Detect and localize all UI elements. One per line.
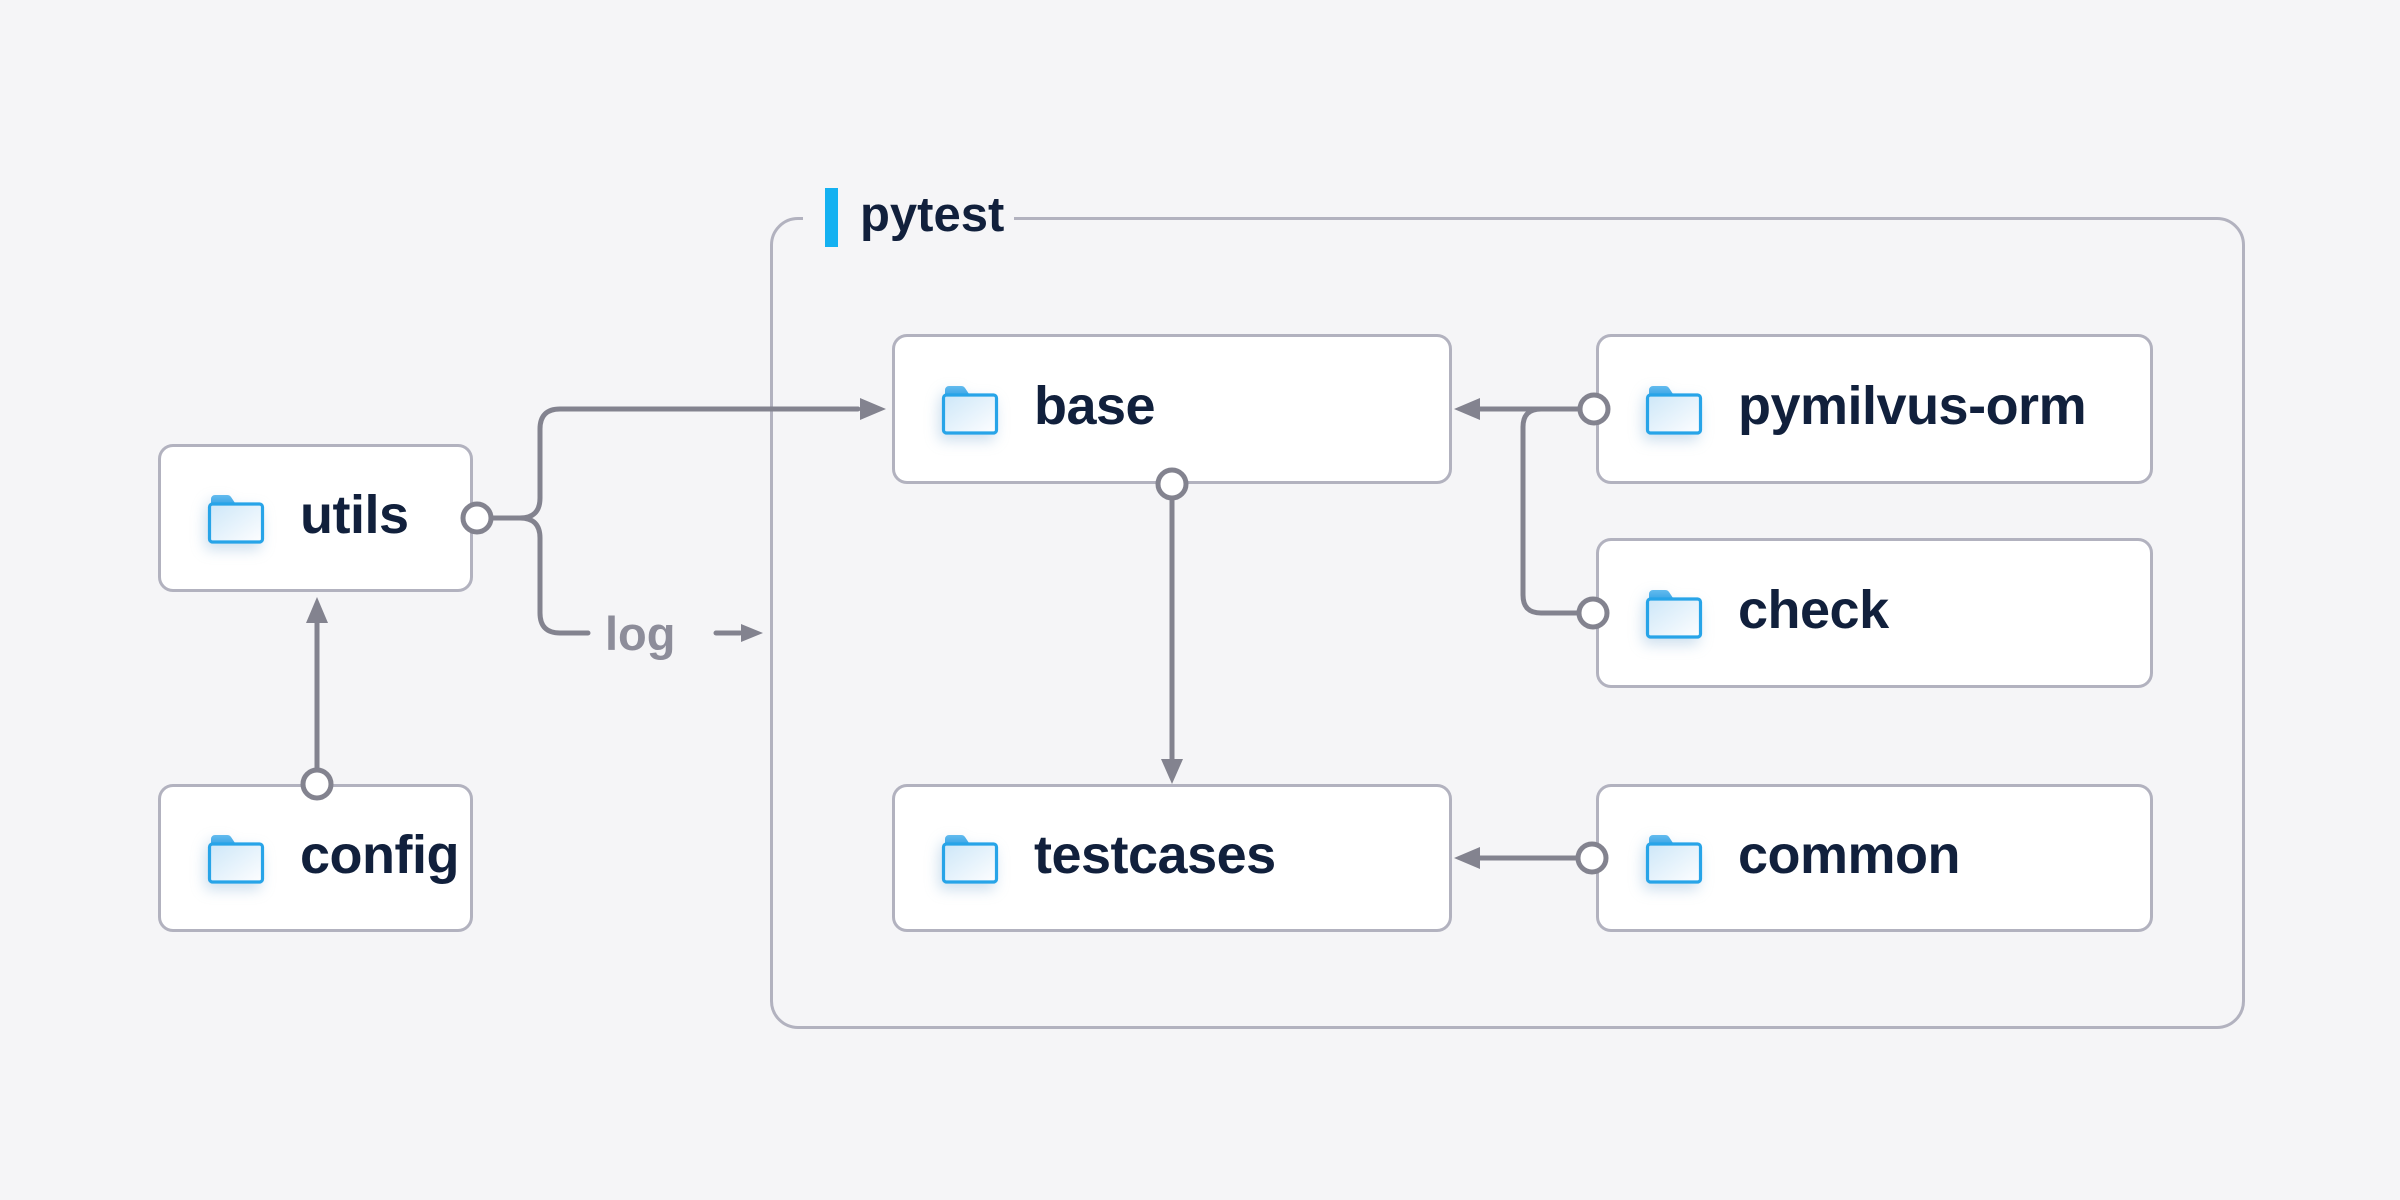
folder-icon [1645, 834, 1703, 884]
folder-icon [941, 834, 999, 884]
edge-log-label: log [605, 607, 675, 660]
folder-icon [1645, 385, 1703, 435]
node-testcases: testcases [892, 784, 1452, 932]
node-check: check [1596, 538, 2153, 688]
node-pymilvus-orm: pymilvus-orm [1596, 334, 2153, 484]
node-label: testcases [1034, 825, 1276, 885]
node-base: base [892, 334, 1452, 484]
node-label: config [300, 825, 459, 885]
edge-utils-to-pytest-log: log [517, 515, 763, 660]
pytest-group-container [770, 217, 2245, 1029]
folder-icon [1645, 589, 1703, 639]
node-label: check [1738, 580, 1889, 640]
node-utils: utils [158, 444, 473, 592]
accent-bar [825, 187, 838, 247]
edge-config-to-utils [300, 597, 334, 801]
node-label: base [1034, 376, 1156, 436]
node-label: pymilvus-orm [1738, 376, 2087, 436]
folder-icon [207, 834, 265, 884]
node-label: common [1738, 825, 1961, 885]
pytest-group-label: pytest [803, 182, 1015, 252]
folder-icon [941, 385, 999, 435]
node-label: utils [300, 485, 409, 545]
node-common: common [1596, 784, 2153, 932]
folder-icon [207, 494, 265, 544]
node-config: config [158, 784, 473, 932]
pytest-group-label-text: pytest [860, 187, 1005, 242]
